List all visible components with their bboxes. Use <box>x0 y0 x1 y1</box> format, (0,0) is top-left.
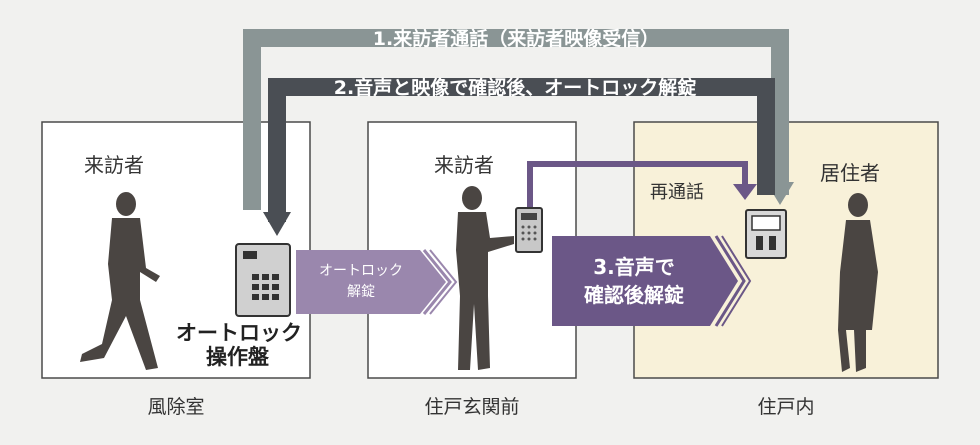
unlock-arrow <box>296 249 458 315</box>
recall-connector <box>527 161 757 210</box>
entrance-intercom <box>515 207 543 253</box>
panel-label-line2: 操作盤 <box>206 345 270 369</box>
step3-line1: 3.音声で <box>593 255 675 279</box>
caption-inside: 住戸内 <box>757 396 814 418</box>
visitor-silhouette-windbreak <box>80 192 160 370</box>
resident-silhouette <box>838 193 878 372</box>
resident-label: 居住者 <box>820 161 880 185</box>
flow2-label: 2.音声と映像で確認後、オートロック解錠 <box>334 76 696 99</box>
flow2-connector <box>263 78 775 236</box>
visitor-silhouette-entrance <box>456 186 514 370</box>
recall-label: 再通話 <box>650 182 704 203</box>
visitor-label-entrance: 来訪者 <box>434 153 494 177</box>
caption-entrance: 住戸玄関前 <box>424 396 519 418</box>
caption-windbreak: 風除室 <box>147 396 204 418</box>
step3-line2: 確認後解錠 <box>584 283 684 307</box>
unlock-arrow-line2: 解錠 <box>347 284 375 300</box>
autolock-panel <box>235 243 291 317</box>
step3-arrow <box>552 235 752 327</box>
flow1-label: 1.来訪者通話（来訪者映像受信） <box>373 27 659 50</box>
visitor-label-windbreak: 来訪者 <box>84 153 144 177</box>
unlock-arrow-line1: オートロック <box>319 263 403 279</box>
indoor-monitor <box>745 209 787 259</box>
panel-label-line1: オートロック <box>176 321 302 345</box>
